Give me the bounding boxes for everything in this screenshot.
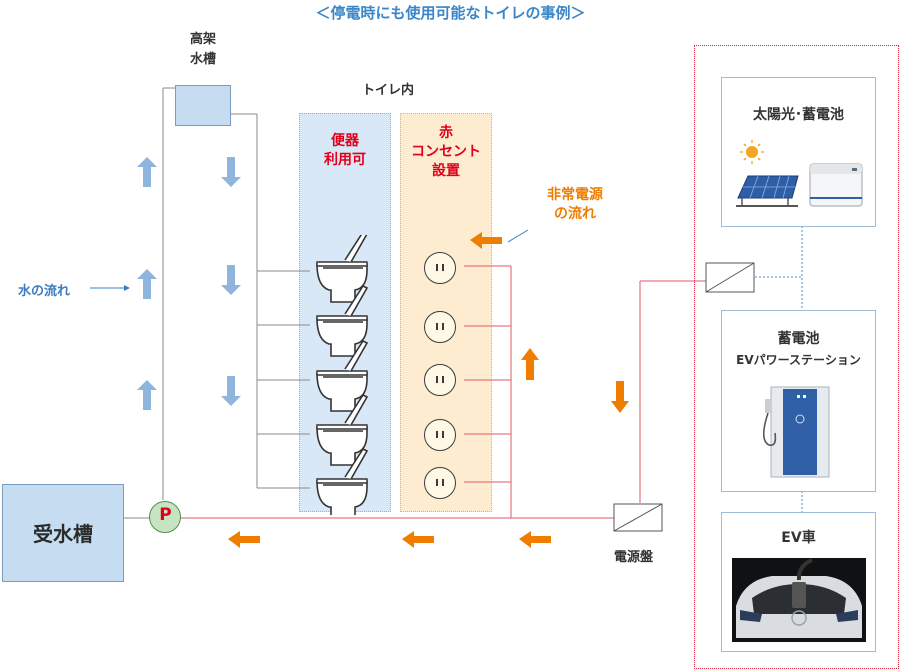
water-down-arrow xyxy=(221,157,241,187)
ev-power-station-label: EVパワーステーション xyxy=(736,353,861,367)
receiving-tank-label: 受水槽 xyxy=(33,522,93,546)
water-down-arrow xyxy=(221,265,241,295)
battery-label: 蓄電池 xyxy=(777,331,820,347)
power-left-arrow xyxy=(519,531,551,548)
power-down-arrow xyxy=(611,381,629,413)
red-outlet-label: 赤 コンセント 設置 xyxy=(411,125,481,179)
solar-panel-icon xyxy=(736,140,863,207)
distribution-board-label: 電源盤 xyxy=(614,550,654,565)
water-up-arrow xyxy=(137,269,157,299)
water-up-arrow xyxy=(137,157,157,187)
solar-battery-label: 太陽光･蓄電池 xyxy=(753,107,844,123)
power-left-arrow xyxy=(402,531,434,548)
power-left-arrow xyxy=(228,531,260,548)
ev-charger-icon xyxy=(762,386,830,478)
battery-icon xyxy=(809,163,863,207)
power-up-arrow xyxy=(521,348,539,380)
toilet-inside-label: トイレ内 xyxy=(362,83,415,98)
outlet-icon xyxy=(424,419,456,451)
inverter-icon xyxy=(705,262,755,293)
power-source-frame xyxy=(694,45,899,669)
distribution-board-icon xyxy=(613,503,663,532)
outlet-icon xyxy=(424,311,456,343)
elevated-tank xyxy=(175,85,231,126)
water-flow-label: 水の流れ xyxy=(18,284,71,299)
water-down-arrow xyxy=(221,376,241,406)
ev-car-label: EV車 xyxy=(781,530,816,546)
diagram-title: ＜停電時にも使用可能なトイレの事例＞ xyxy=(315,4,586,22)
toilet-usable-label: 便器 利用可 xyxy=(324,133,366,168)
water-up-arrow xyxy=(137,380,157,410)
elevated-tank-label: 高架 水槽 xyxy=(189,32,216,67)
ev-car-icon xyxy=(732,558,866,642)
pump-label: P xyxy=(159,505,172,525)
power-left-arrow xyxy=(470,232,502,249)
outlet-icon xyxy=(424,364,456,396)
emergency-flow-label: 非常電源 の流れ xyxy=(547,187,603,222)
pump-icon xyxy=(149,501,181,533)
receiving-tank xyxy=(2,484,124,582)
sun-icon xyxy=(740,140,764,164)
outlet-icon xyxy=(424,252,456,284)
outlet-icon xyxy=(424,467,456,499)
